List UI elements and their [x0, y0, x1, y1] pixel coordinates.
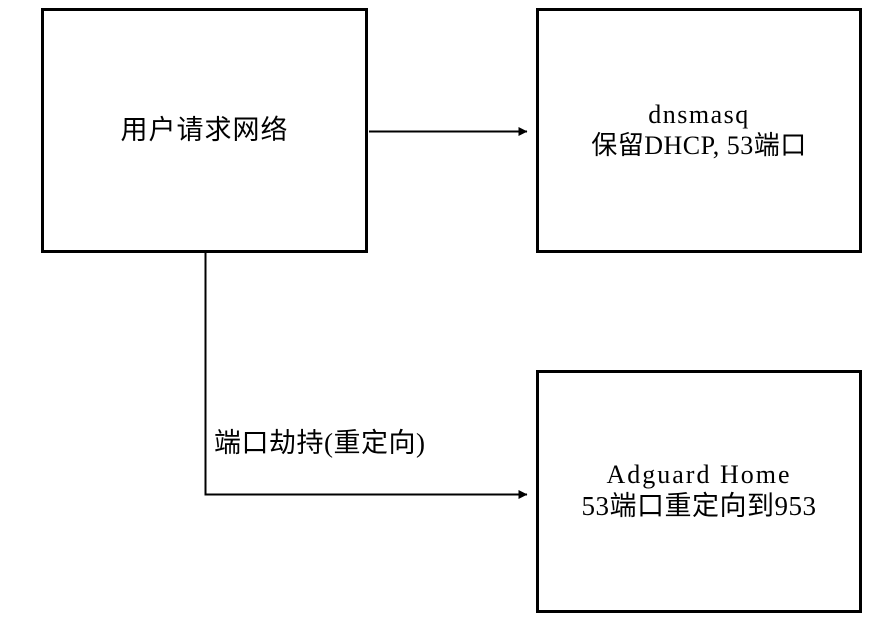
- node-dnsmasq-label-line-2: 保留DHCP, 53端口: [591, 130, 807, 160]
- node-adguard-label-line-2: 53端口重定向到953: [581, 490, 817, 521]
- node-adguard-label-line-1: Adguard Home: [606, 460, 792, 490]
- node-adguard-home[interactable]: Adguard Home 53端口重定向到953: [536, 370, 862, 613]
- node-user-label-line-1: 用户请求网络: [120, 114, 289, 145]
- node-user-request-network[interactable]: 用户请求网络: [41, 8, 368, 253]
- node-dnsmasq-label-line-1: dnsmasq: [648, 99, 750, 129]
- edge-label-port-hijack: 端口劫持(重定向): [214, 428, 426, 458]
- node-dnsmasq[interactable]: dnsmasq 保留DHCP, 53端口: [536, 8, 862, 253]
